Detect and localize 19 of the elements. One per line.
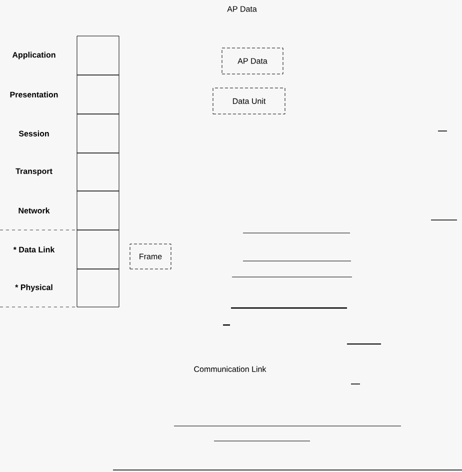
- layer-box: Presentation: [10, 74, 120, 114]
- node-label: Presentation: [10, 92, 58, 98]
- layer-box: * Physical: [15, 268, 120, 308]
- layer-box: Application: [12, 36, 120, 76]
- layer-box: Network: [18, 190, 120, 230]
- data-box: Data Unit: [212, 88, 286, 114]
- node-label: * Physical: [15, 284, 52, 292]
- node-label: Transport: [16, 168, 52, 176]
- data-box: Frame: [130, 244, 172, 270]
- data-box: AP Data: [222, 48, 284, 74]
- node-label: Session: [18, 130, 49, 136]
- node-label: Network: [18, 208, 50, 214]
- text-label: AP Data: [227, 6, 257, 12]
- node-label: Application: [12, 52, 56, 60]
- node-label: * Data Link: [13, 246, 55, 252]
- layer-box: * Data Link: [13, 230, 120, 270]
- layer-box: Session: [18, 114, 120, 154]
- text-label: Communication Link: [194, 366, 266, 372]
- layer-box: Transport: [16, 152, 120, 192]
